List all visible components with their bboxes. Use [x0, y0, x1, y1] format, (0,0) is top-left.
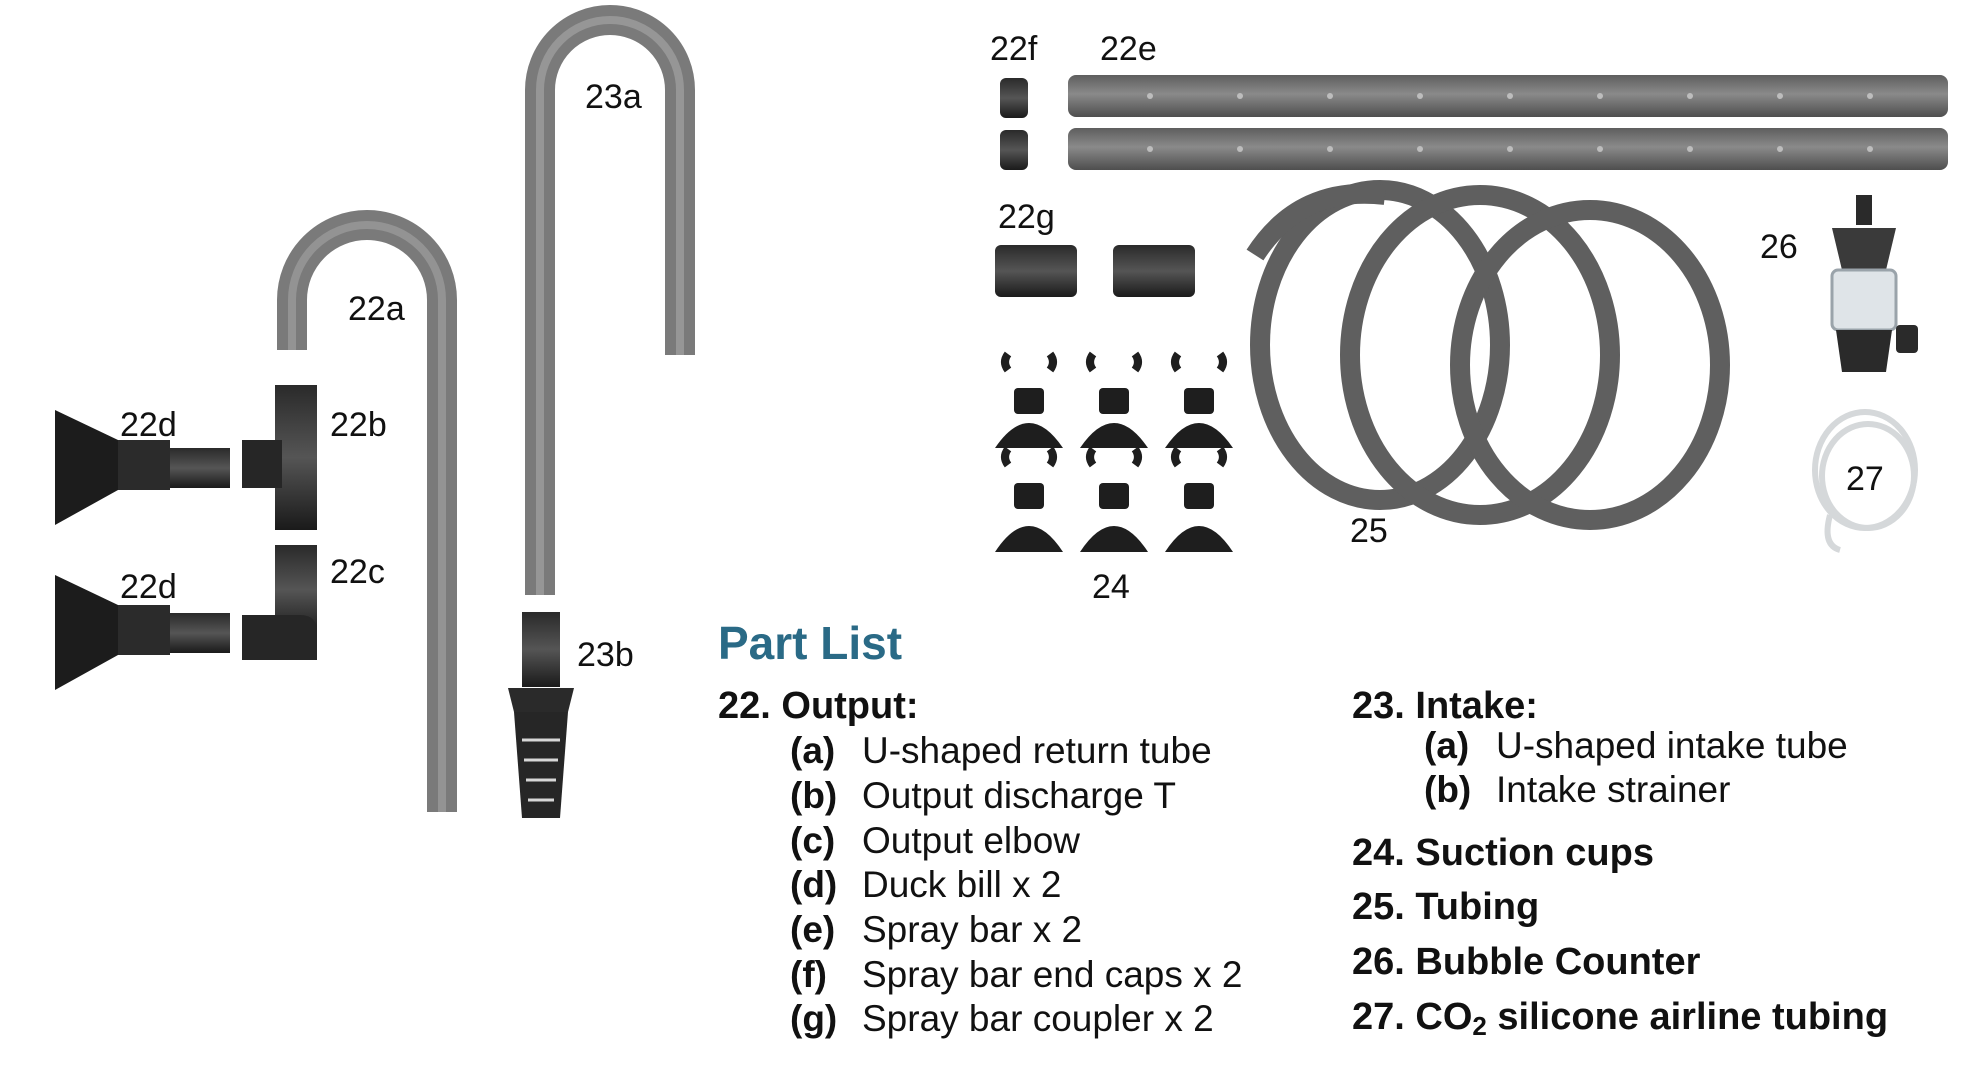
duck-bill-22d-top: [55, 410, 230, 525]
item-24: 24. Suction cups: [1352, 832, 1654, 874]
output-item-b: (b)Output discharge T: [790, 775, 1176, 816]
suction-cups-24: [995, 351, 1233, 552]
label-27: 27: [1846, 460, 1884, 498]
output-item-g: (g)Spray bar coupler x 2: [790, 998, 1214, 1039]
intake-strainer-23b: [508, 612, 574, 818]
intake-tube-23a: [525, 5, 695, 595]
label-22g: 22g: [998, 198, 1055, 236]
duck-bill-22d-bottom: [55, 575, 230, 690]
output-item-f: (f)Spray bar end caps x 2: [790, 954, 1243, 995]
part-list-title: Part List: [718, 617, 903, 669]
label-23a: 23a: [585, 78, 642, 116]
intake-item-b: (b)Intake strainer: [1424, 769, 1731, 810]
item-27: 27. CO2 silicone airline tubing: [1352, 996, 1889, 1041]
tubing-coil-25: [1246, 180, 1730, 530]
spray-bars-22e: [1068, 75, 1948, 170]
label-24: 24: [1092, 568, 1130, 606]
label-22c: 22c: [330, 553, 385, 591]
airline-tubing-27: [1812, 409, 1918, 553]
label-22d-bottom: 22d: [120, 568, 177, 606]
label-23b: 23b: [577, 636, 634, 674]
label-22a: 22a: [348, 290, 405, 328]
label-22e: 22e: [1100, 30, 1157, 68]
label-25: 25: [1350, 512, 1388, 550]
output-elbow-22c: [242, 545, 317, 660]
spray-bar-end-caps-22f: [1000, 78, 1028, 170]
output-heading: 22. Output:: [718, 685, 919, 727]
output-item-c: (c)Output elbow: [790, 820, 1081, 861]
return-tube-22a: [277, 210, 457, 812]
label-22f: 22f: [990, 30, 1038, 68]
intake-item-a: (a)U-shaped intake tube: [1424, 725, 1848, 766]
discharge-t-22b: [242, 385, 317, 530]
output-item-e: (e)Spray bar x 2: [790, 909, 1083, 950]
bubble-counter-26: [1830, 195, 1918, 372]
label-26: 26: [1760, 228, 1798, 266]
output-item-a: (a)U-shaped return tube: [790, 730, 1212, 771]
item-25: 25. Tubing: [1352, 886, 1540, 928]
item-26: 26. Bubble Counter: [1352, 941, 1701, 983]
spray-bar-couplers-22g: [995, 245, 1195, 297]
intake-heading: 23. Intake:: [1352, 685, 1538, 727]
label-22b: 22b: [330, 406, 387, 444]
label-22d-top: 22d: [120, 406, 177, 444]
output-item-d: (d)Duck bill x 2: [790, 864, 1062, 905]
